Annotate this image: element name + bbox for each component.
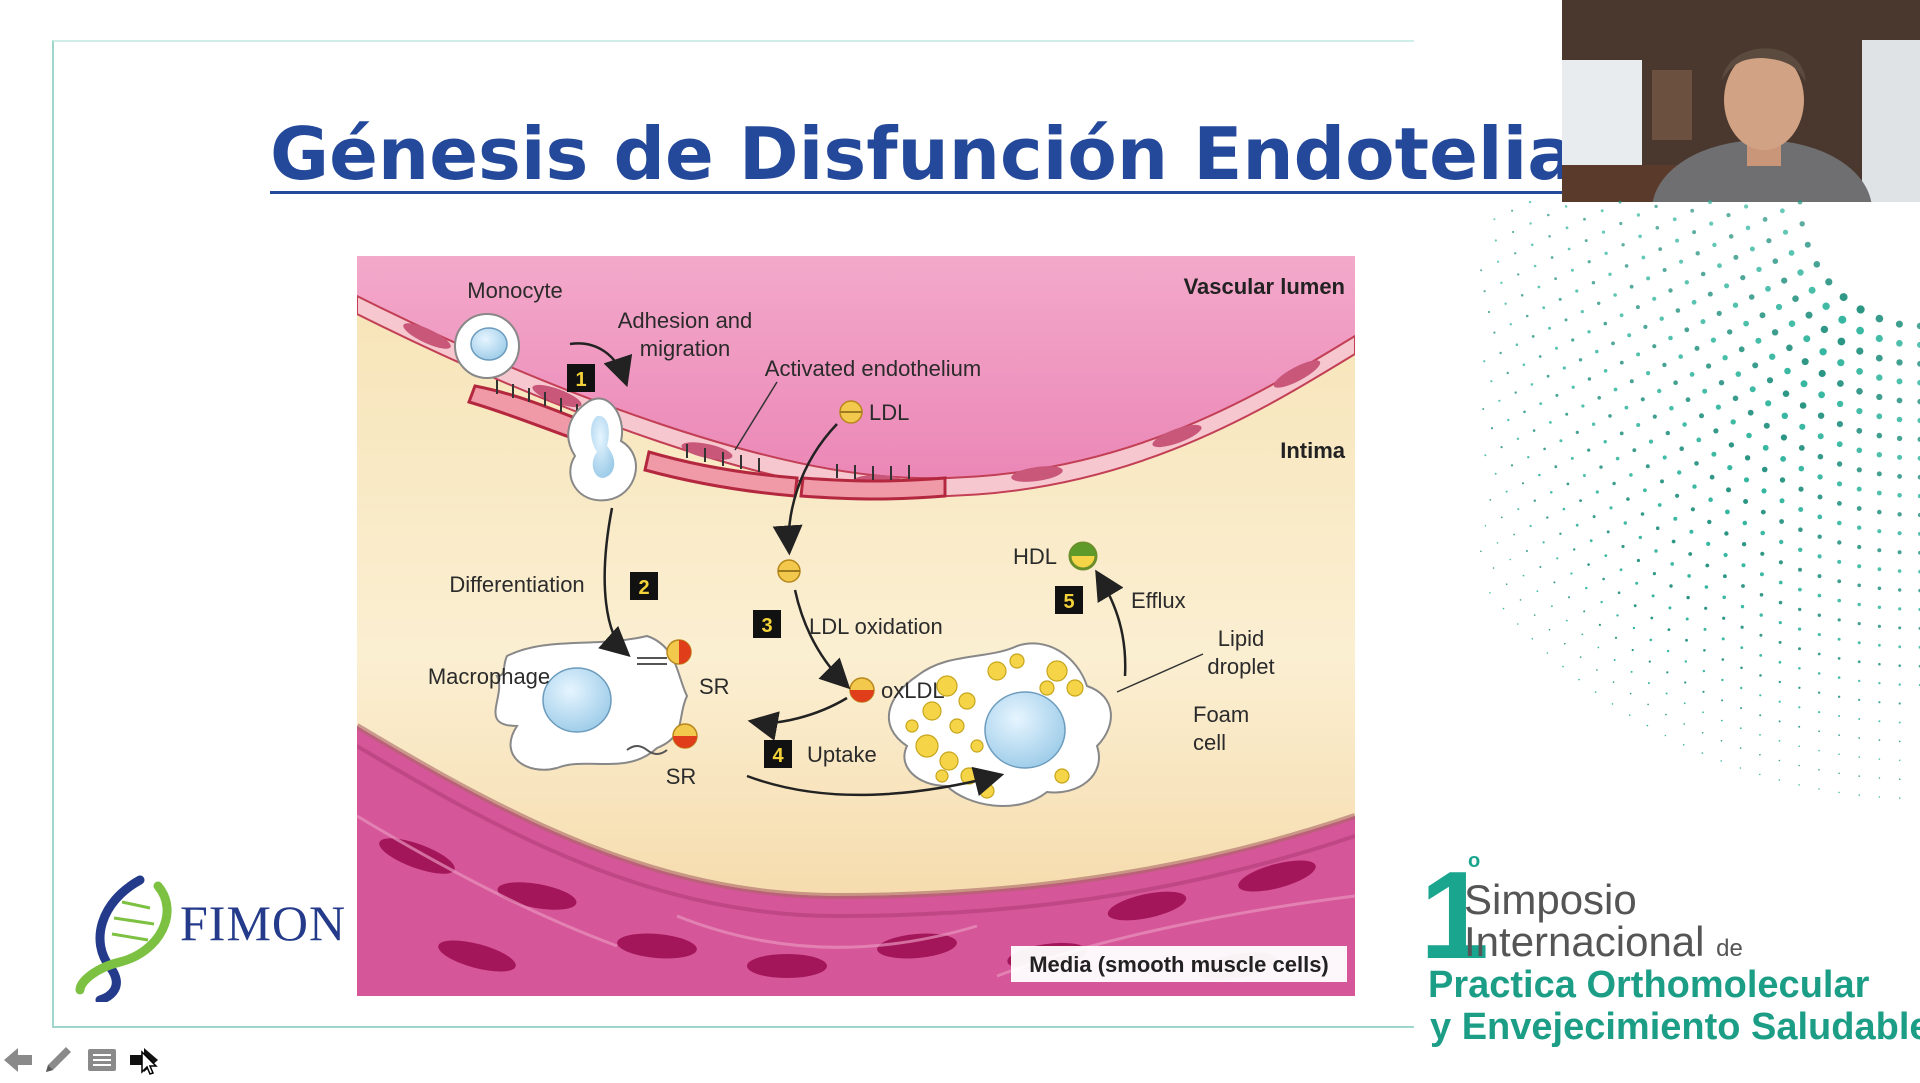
label-vascular-lumen: Vascular lumen (1184, 274, 1345, 299)
svg-text:3: 3 (761, 615, 772, 637)
label-foam-2: cell (1193, 730, 1226, 755)
monocyte-cell (455, 314, 519, 378)
symposium-line1: Simposio (1464, 876, 1637, 924)
label-activated-endothelium: Activated endothelium (765, 356, 981, 381)
decorative-dot-pattern (1480, 200, 1920, 900)
label-macrophage: Macrophage (428, 664, 550, 689)
label-differentiation: Differentiation (449, 572, 584, 597)
svg-text:2: 2 (638, 577, 649, 599)
player-controls (0, 1042, 170, 1078)
step-box-1: 1 (567, 364, 595, 392)
label-hdl: HDL (1013, 544, 1057, 569)
svg-text:5: 5 (1063, 591, 1074, 613)
label-ldl: LDL (869, 400, 909, 425)
symposium-ordinal: o (1468, 850, 1480, 873)
atherogenesis-diagram: 1 2 3 4 5 Monocyte Adhesion and migratio… (357, 256, 1355, 996)
ldl-particle (840, 401, 862, 423)
label-lipid-2: droplet (1207, 654, 1274, 679)
step-box-5: 5 (1055, 586, 1083, 614)
label-uptake: Uptake (807, 742, 877, 767)
svg-text:1: 1 (575, 369, 586, 391)
symposium-line3: Practica Orthomolecular (1428, 964, 1869, 1007)
label-adhesion-2: migration (640, 336, 730, 361)
ldl-particle-intima (778, 560, 800, 582)
symposium-line4: y Envejecimiento Saludable (1430, 1006, 1920, 1049)
menu-icon[interactable] (84, 1042, 120, 1078)
presenter-video (1562, 0, 1920, 202)
label-sr-bottom: SR (666, 764, 697, 789)
symposium-branding: 1 o Simposio Internacional de Practica O… (1420, 850, 1920, 1070)
step-box-3: 3 (753, 610, 781, 638)
label-intima: Intima (1280, 438, 1346, 463)
media-label-box: Media (smooth muscle cells) (1011, 946, 1347, 982)
label-oxldl: oxLDL (881, 678, 945, 703)
slide-title: Génesis de Disfunción Endotelial (270, 112, 1480, 196)
hdl-particle (1070, 543, 1096, 569)
label-lipid-1: Lipid (1218, 626, 1264, 651)
arrow-right-icon[interactable] (126, 1042, 162, 1078)
fimon-wordmark: FIMON (180, 894, 346, 952)
label-foam-1: Foam (1193, 702, 1249, 727)
label-sr-top: SR (699, 674, 730, 699)
pen-icon[interactable] (40, 1042, 76, 1078)
arrow-left-icon[interactable] (0, 1042, 36, 1078)
label-monocyte: Monocyte (467, 278, 562, 303)
label-efflux: Efflux (1131, 588, 1186, 613)
svg-text:4: 4 (772, 745, 784, 767)
oxldl-particle (850, 678, 874, 702)
label-media: Media (smooth muscle cells) (1029, 952, 1329, 977)
step-box-2: 2 (630, 572, 658, 600)
step-box-4: 4 (764, 740, 792, 768)
fimon-logo: FIMON (70, 872, 360, 1002)
label-ldl-oxidation: LDL oxidation (809, 614, 943, 639)
label-adhesion-1: Adhesion and (618, 308, 753, 333)
symposium-line2: Internacional de (1464, 918, 1743, 966)
